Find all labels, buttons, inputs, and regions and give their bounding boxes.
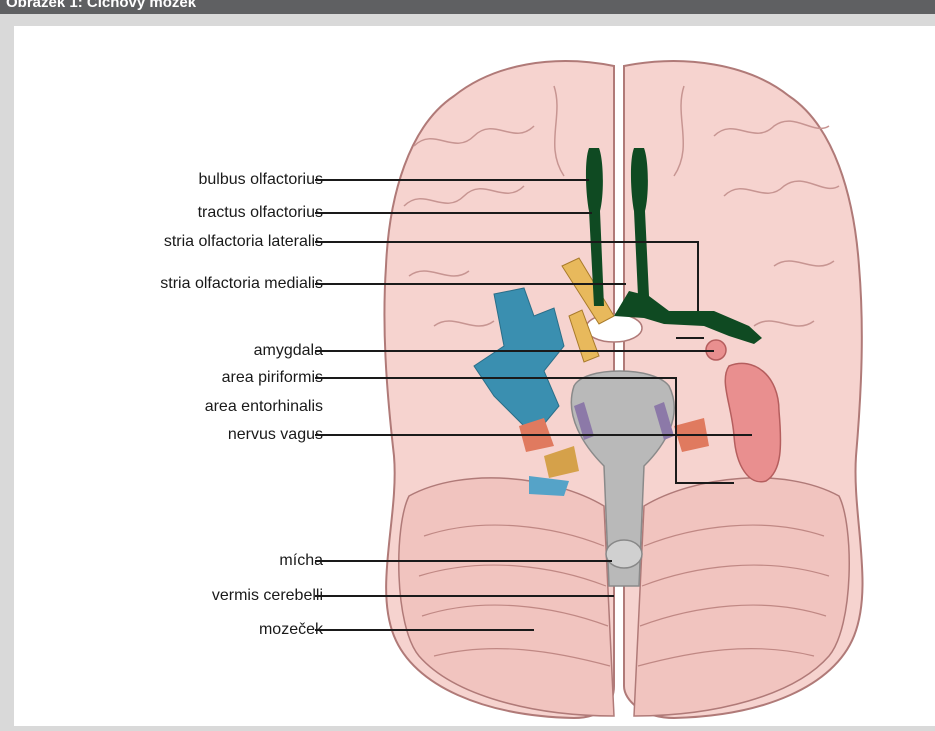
label-stria-olfactoria-lateralis: stria olfactoria lateralis [164,233,323,251]
brain-illustration [384,61,862,718]
optic-chiasm [586,314,642,342]
label-area-piriformis: area piriformis [222,369,323,387]
label-amygdala: amygdala [254,342,323,360]
label-micha: mícha [279,552,323,570]
figure-title: Obrázek 1: Čichový mozek [6,0,196,12]
label-vermis-cerebelli: vermis cerebelli [212,587,323,605]
figure-panel: bulbus olfactorius tractus olfactorius s… [14,26,935,726]
label-stria-olfactoria-medialis: stria olfactoria medialis [160,275,323,293]
label-nervus-vagus: nervus vagus [228,426,323,444]
label-tractus-olfactorius: tractus olfactorius [198,204,323,222]
label-bulbus-olfactorius: bulbus olfactorius [198,171,323,189]
spinal-cord [606,540,642,568]
header-bar: Obrázek 1: Čichový mozek [0,0,935,14]
label-column: bulbus olfactorius tractus olfactorius s… [14,26,323,726]
label-area-entorhinalis: area entorhinalis [205,398,323,416]
label-mozecek: mozeček [259,621,323,639]
